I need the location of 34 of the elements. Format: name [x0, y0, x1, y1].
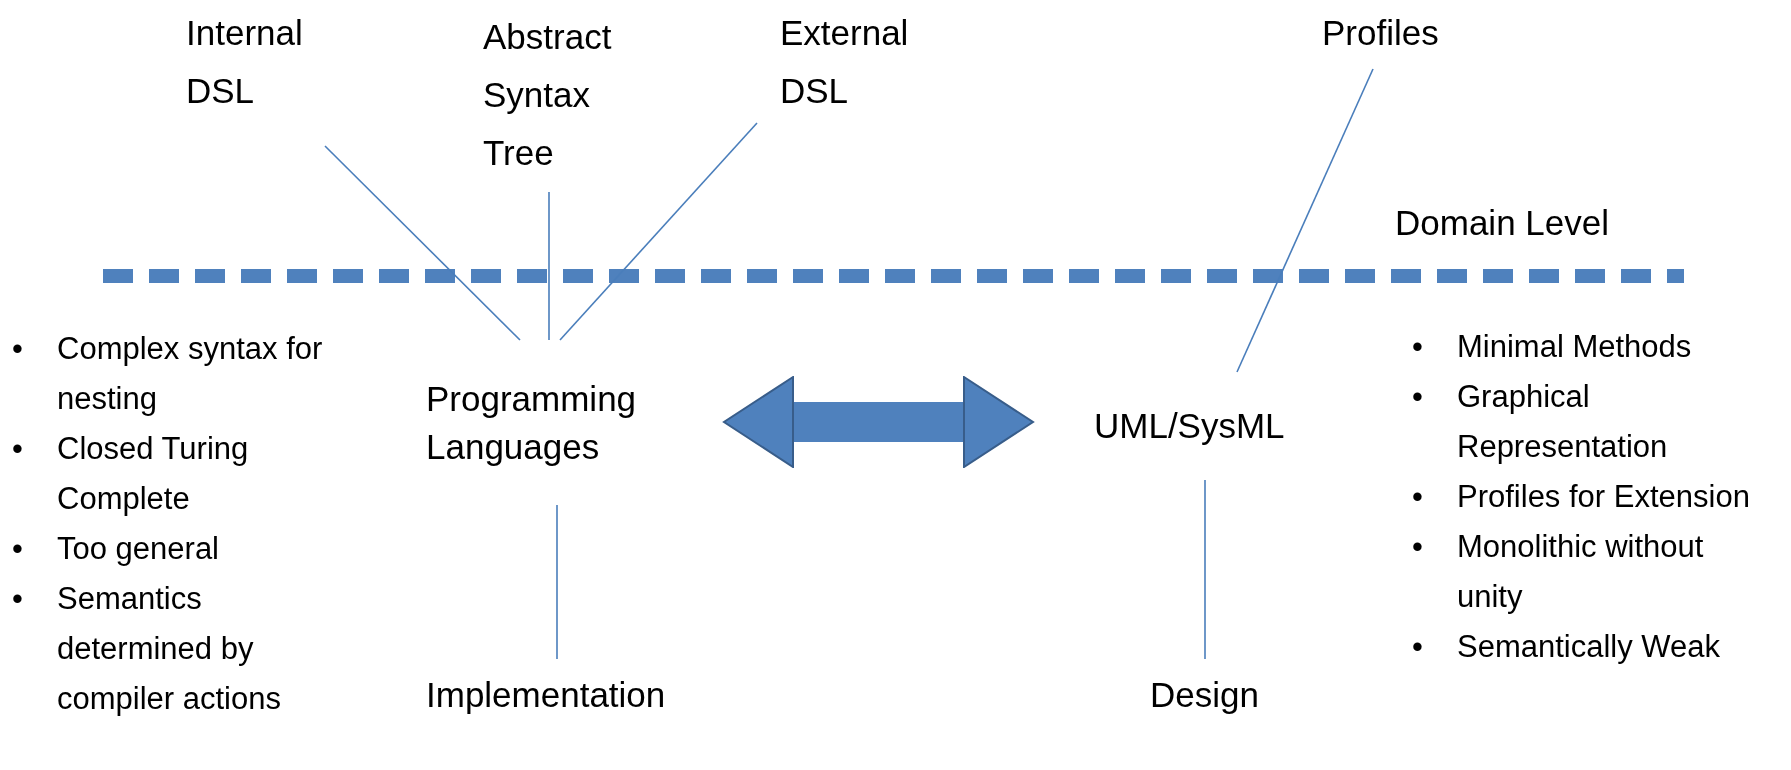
connector-line	[548, 191, 550, 341]
bullet-mark: •	[12, 531, 23, 566]
bullet-text: Minimal Methods	[1457, 328, 1693, 366]
bullet-mark: •	[1412, 329, 1423, 364]
node-text: Profiles	[1315, 4, 1465, 69]
bullet-mark: •	[1412, 379, 1423, 414]
bullet-mark: •	[1412, 479, 1423, 514]
bullet-mark: •	[1412, 529, 1423, 564]
double-arrow	[723, 376, 1034, 468]
node-text: Programming Languages	[420, 340, 723, 505]
bullet-mark: •	[12, 581, 23, 616]
node-text: External DSL	[750, 4, 940, 123]
bullet-text: Complex syntax for nesting	[57, 330, 324, 418]
bullet-text: Monolithic without unity	[1457, 528, 1705, 616]
node-text: Design	[1140, 659, 1280, 731]
bullet-text: Profiles for Extension	[1457, 478, 1751, 516]
node-text: Implementation	[420, 659, 750, 731]
bullet-text: Closed Turing Complete	[57, 430, 250, 518]
bullet-mark: •	[12, 431, 23, 466]
bullet-mark: •	[12, 331, 23, 366]
connector-line	[1204, 479, 1206, 660]
connector-line	[559, 122, 758, 341]
connector-line	[324, 145, 521, 341]
node-text: Internal DSL	[180, 4, 350, 146]
node-text: Abstract Syntax Tree	[478, 8, 648, 192]
bullet-text: Graphical Representation	[1457, 378, 1669, 466]
connector-line	[556, 504, 558, 660]
bullet-text: Semantically Weak	[1457, 628, 1722, 666]
bullet-text: Too general	[57, 530, 220, 568]
bullet-mark: •	[1412, 629, 1423, 664]
bullet-text: Semantics determined by compiler actions	[57, 580, 282, 718]
connector-line	[1236, 68, 1374, 373]
node-text: UML/SysML	[1034, 372, 1324, 480]
level-label: Domain Level	[1395, 203, 1609, 243]
